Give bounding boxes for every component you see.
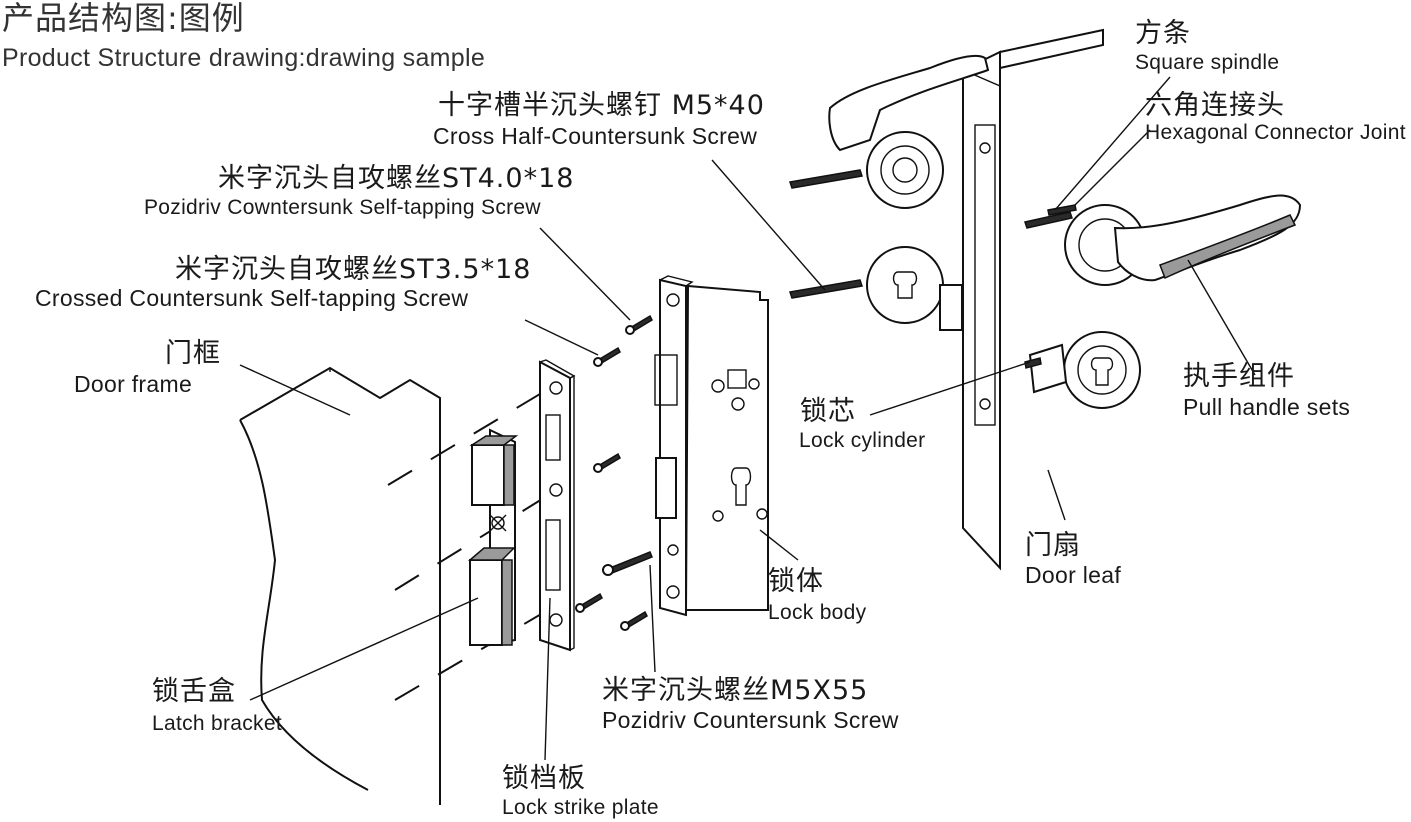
leader-lines — [239, 76, 1256, 761]
pull-handle-en: Pull handle sets — [1183, 394, 1351, 420]
front-handle — [1024, 194, 1302, 409]
pozi-m5x55-en: Pozidriv Countersunk Screw — [602, 707, 899, 733]
hex-joint-en: Hexagonal Connector Joint — [1145, 121, 1406, 144]
rear-handle — [789, 54, 990, 331]
half-screw-en: Cross Half-Countersunk Screw — [433, 123, 758, 149]
latch-bracket-en: Latch bracket — [152, 712, 282, 735]
title-en: Product Structure drawing:drawing sample — [2, 44, 486, 72]
pull-handle-cn: 执手组件 — [1183, 361, 1295, 392]
door-leaf-en: Door leaf — [1025, 562, 1122, 588]
crossed-st35-en: Crossed Countersunk Self-tapping Screw — [35, 285, 469, 311]
half-screw-cn: 十字槽半沉头螺钉 M5*40 — [438, 90, 765, 121]
strike-plate — [539, 359, 576, 652]
lock-body-cn: 锁体 — [768, 566, 824, 597]
pozi-st40-en: Pozidriv Cowntersunk Self-tapping Screw — [144, 196, 541, 219]
square-spindle-cn: 方条 — [1135, 18, 1191, 49]
hex-joint-cn: 六角连接头 — [1145, 90, 1285, 121]
door-frame-cn: 门框 — [165, 338, 221, 369]
strike-plate-en: Lock strike plate — [502, 796, 659, 819]
lock-body — [654, 275, 769, 617]
title-cn: 产品结构图:图例 — [2, 0, 245, 37]
lock-cylinder-cn: 锁芯 — [800, 396, 856, 427]
pozi-m5x55-cn: 米字沉头螺丝M5X55 — [602, 675, 869, 706]
pozi-st40-cn: 米字沉头自攻螺丝ST4.0*18 — [218, 163, 575, 194]
square-spindle-en: Square spindle — [1135, 51, 1280, 74]
lock-cylinder-en: Lock cylinder — [799, 429, 926, 452]
latch-bracket — [467, 428, 519, 647]
door-leaf-cn: 门扇 — [1025, 530, 1081, 561]
lock-body-en: Lock body — [768, 601, 867, 624]
door-frame — [239, 366, 441, 805]
crossed-st35-cn: 米字沉头自攻螺丝ST3.5*18 — [175, 254, 532, 285]
small-screws — [575, 314, 653, 631]
alignment-lines — [387, 381, 566, 701]
strike-plate-cn: 锁档板 — [502, 763, 586, 794]
latch-bracket-cn: 锁舌盒 — [152, 676, 236, 707]
door-frame-en: Door frame — [74, 371, 193, 397]
door-leaf — [962, 28, 1104, 571]
